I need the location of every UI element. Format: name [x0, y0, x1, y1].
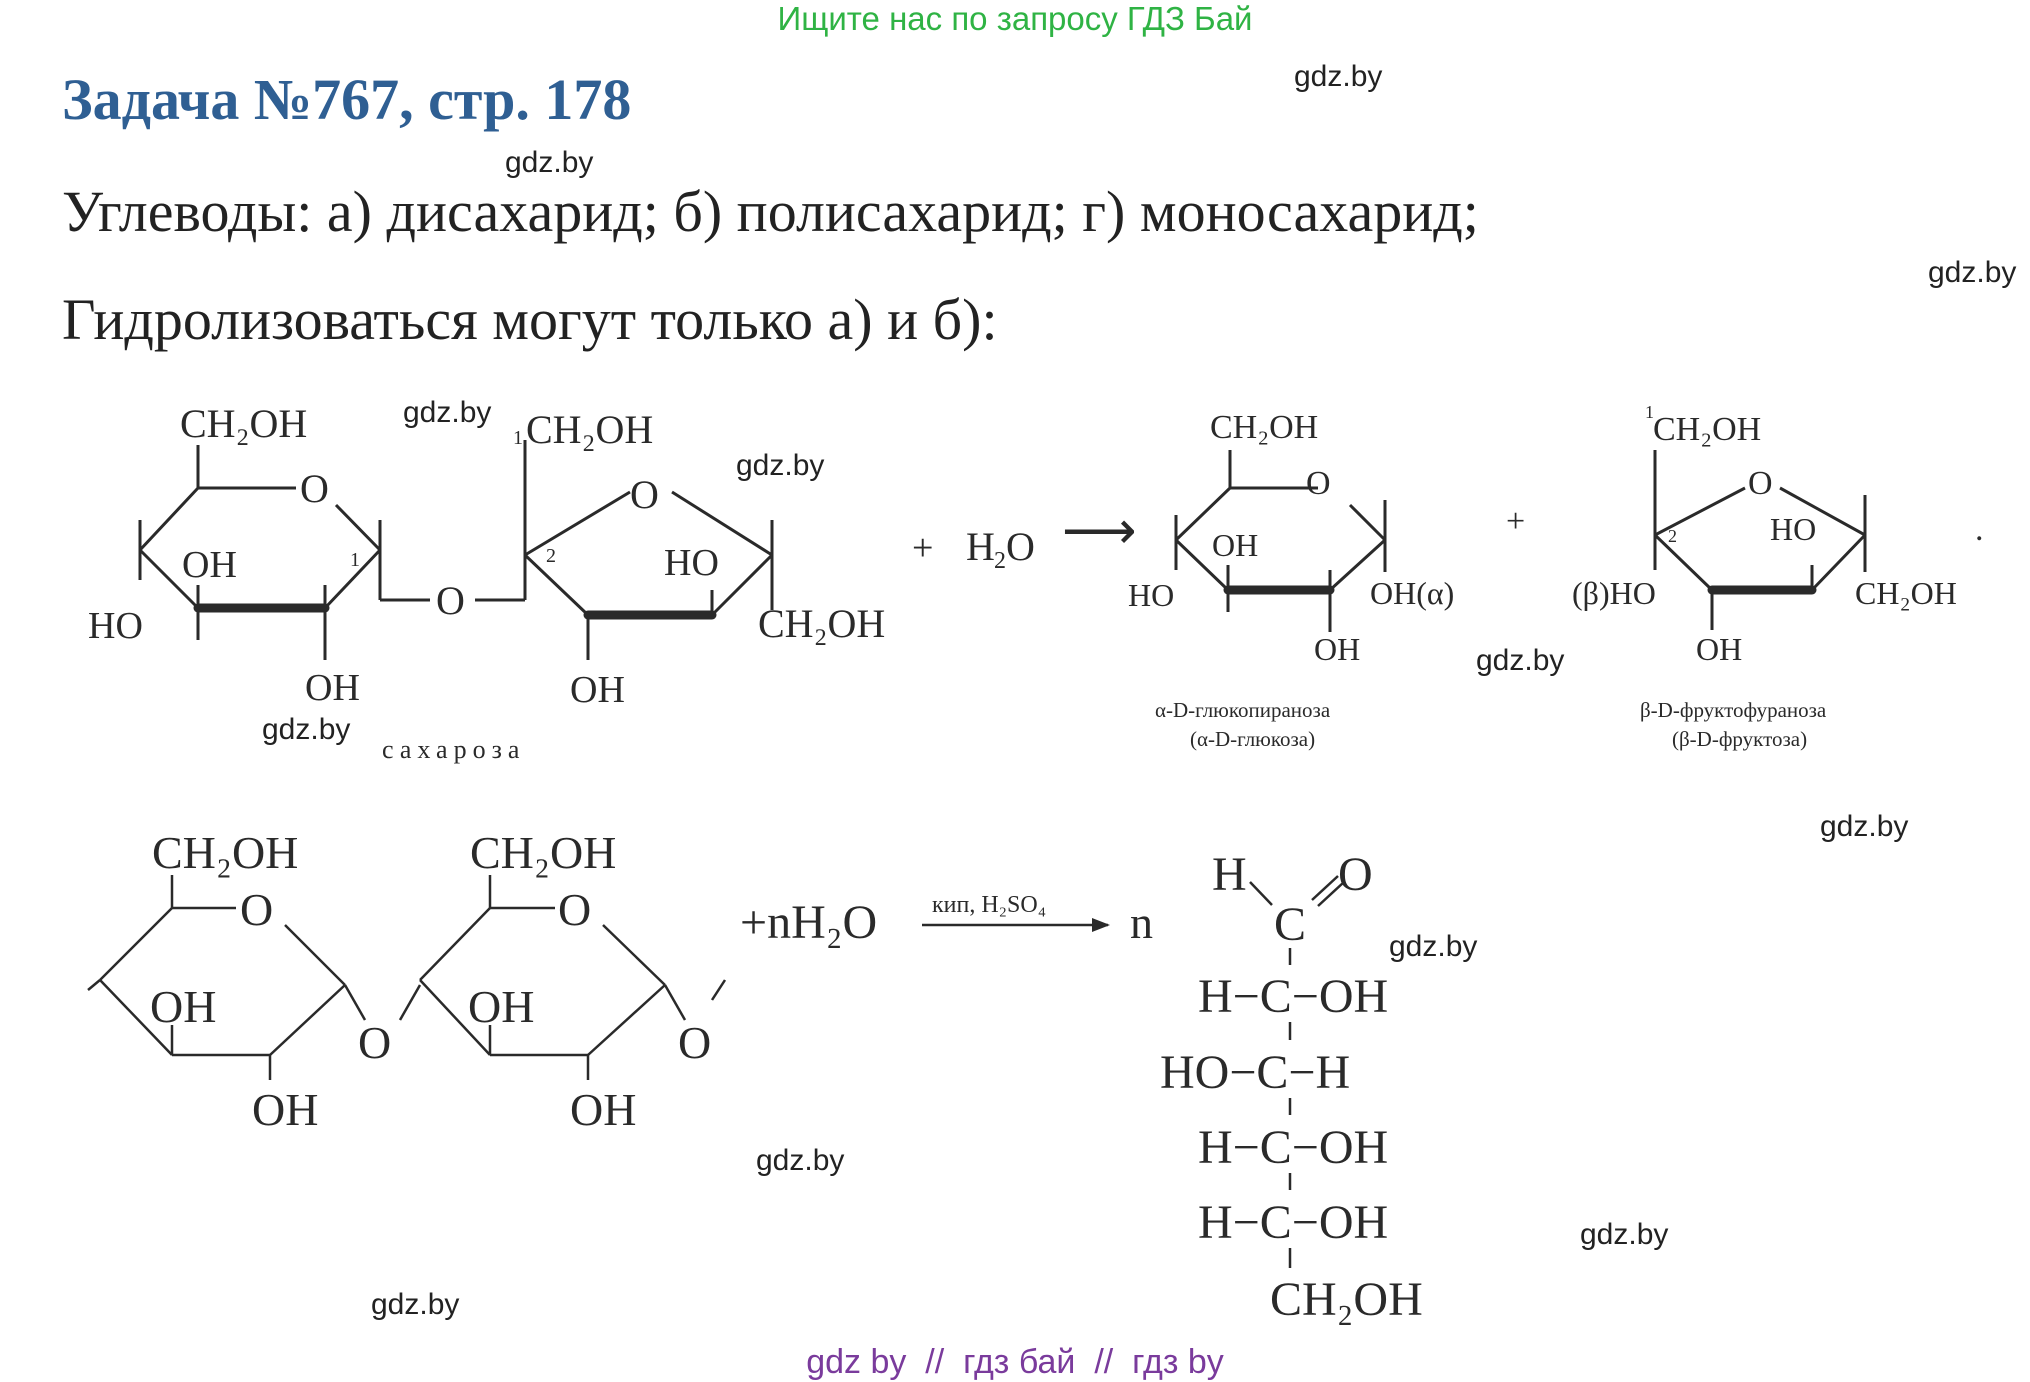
- ch2oh-label: CH₂OH: [1855, 575, 1957, 611]
- ch2oh-label: CH₂OH: [180, 401, 307, 446]
- watermark: gdz.by: [1820, 810, 1909, 843]
- oh-label: OH: [1212, 527, 1258, 563]
- oh-label: OH: [468, 981, 534, 1032]
- ho-label: HO: [1128, 577, 1174, 613]
- watermark: gdz.by: [505, 146, 594, 179]
- reaction-conditions: кип, H₂SO₄: [932, 892, 1046, 918]
- svg-text:H: H: [966, 524, 995, 569]
- hydrolysis-line: Гидролизоваться могут только а) и б):: [62, 287, 998, 352]
- bridge-oxygen: O: [678, 1017, 711, 1068]
- coefficient-n: n: [1130, 897, 1153, 948]
- search-banner: Ищите нас по запросу ГДЗ Бай: [777, 0, 1253, 37]
- sucrose-structure: CH₂OH O OH HO OH 1 O 1 CH₂OH O 2 HO CH₂O…: [88, 401, 885, 764]
- ch2oh-label: CH₂OH: [526, 407, 653, 452]
- carbon-1-label: 1: [350, 549, 360, 571]
- carbon-2-label: 2: [1668, 526, 1677, 546]
- ring-oxygen: O: [240, 884, 273, 935]
- chain-row-3: H−C−OH: [1198, 1121, 1388, 1174]
- ring-oxygen: O: [1748, 465, 1773, 502]
- ho-label: HO: [88, 605, 143, 647]
- oh-label: OH: [252, 1084, 318, 1135]
- ho-label: HO: [1770, 511, 1816, 547]
- period-mark: .: [1975, 511, 1984, 548]
- oh-label: OH: [150, 981, 216, 1032]
- ch2oh-label: CH₂OH: [758, 601, 885, 646]
- plus-sign: +: [912, 527, 933, 569]
- oh-label: OH: [570, 669, 625, 711]
- chain-row-1: H−C−OH: [1198, 970, 1388, 1023]
- watermark: gdz.by: [756, 1144, 845, 1177]
- aldehyde-h: H: [1212, 848, 1247, 901]
- svg-text:O: O: [1006, 524, 1035, 569]
- oh-label: OH: [182, 544, 237, 586]
- bridge-oxygen: O: [358, 1017, 391, 1068]
- water-formula: H 2 O: [966, 524, 1035, 574]
- alpha-glucose-structure: CH₂OH O OH HO OH(α) OH α-D-глюкопираноза…: [1128, 409, 1454, 751]
- carbon-1-label: 1: [513, 427, 523, 449]
- reaction-arrow: ⟶: [1062, 503, 1137, 560]
- glucose-trivial-name: (α-D-глюкоза): [1190, 727, 1315, 751]
- watermark: gdz.by: [1294, 60, 1383, 93]
- carbon-2-label: 2: [546, 545, 556, 567]
- water-reagent: +nH₂O: [740, 896, 877, 949]
- svg-text:2: 2: [994, 548, 1006, 574]
- ch2oh-label: CH₂OH: [470, 827, 616, 878]
- ho-label: HO: [664, 542, 719, 584]
- ring-oxygen: O: [630, 472, 659, 517]
- chain-bottom: CH₂OH: [1270, 1273, 1423, 1326]
- carbon-1-label: 1: [1645, 402, 1654, 422]
- watermark: gdz.by: [1580, 1218, 1669, 1251]
- aldehyde-o: O: [1338, 848, 1373, 901]
- footer-links: gdz by // гдз бай // гдз by: [806, 1343, 1224, 1381]
- oh-alpha-label: OH(α): [1370, 575, 1454, 611]
- watermark: gdz.by: [1928, 256, 2017, 289]
- task-title: Задача №767, стр. 178: [62, 67, 632, 132]
- glycosidic-oxygen: O: [436, 578, 465, 623]
- glucose-name: α-D-глюкопираноза: [1155, 698, 1331, 722]
- arrow-head: [1092, 918, 1110, 932]
- sucrose-name: сахароза: [382, 735, 525, 764]
- watermark: gdz.by: [262, 713, 351, 746]
- ch2oh-label: CH₂OH: [1210, 409, 1318, 446]
- watermark: gdz.by: [403, 396, 492, 429]
- oh-label: OH: [1696, 631, 1742, 667]
- fructose-trivial-name: (β-D-фруктоза): [1672, 727, 1807, 751]
- chain-row-2: HO−C−H: [1160, 1046, 1350, 1099]
- ch2oh-label: CH₂OH: [152, 827, 298, 878]
- ring-oxygen: O: [1306, 465, 1331, 502]
- watermark: gdz.by: [371, 1288, 460, 1321]
- watermark: gdz.by: [736, 449, 825, 482]
- ring-oxygen: O: [300, 466, 329, 511]
- ring-oxygen: O: [558, 884, 591, 935]
- beta-ho-label: (β)HO: [1572, 575, 1656, 611]
- oh-label: OH: [305, 667, 360, 709]
- fructose-name: β-D-фруктофураноза: [1640, 698, 1827, 722]
- watermark: gdz.by: [1476, 644, 1565, 677]
- oh-label: OH: [570, 1084, 636, 1135]
- chain-row-4: H−C−OH: [1198, 1196, 1388, 1249]
- open-chain-glucose: H O C H−C−OH HO−C−H H−C−OH H−C−OH CH₂OH: [1160, 848, 1423, 1326]
- oh-label: OH: [1314, 631, 1360, 667]
- plus-sign: +: [1506, 503, 1525, 540]
- ch2oh-label: CH₂OH: [1653, 411, 1761, 448]
- polysaccharide-structure: CH₂OH O OH OH O CH₂OH O OH OH O: [87, 827, 727, 1135]
- carbohydrates-line: Углеводы: а) дисахарид; б) полисахарид; …: [62, 179, 1479, 244]
- beta-fructose-structure: 1 CH₂OH O 2 HO (β)HO CH₂OH OH β-D-фрукто…: [1572, 402, 1984, 751]
- aldehyde-c: C: [1274, 898, 1306, 951]
- watermark: gdz.by: [1389, 930, 1478, 963]
